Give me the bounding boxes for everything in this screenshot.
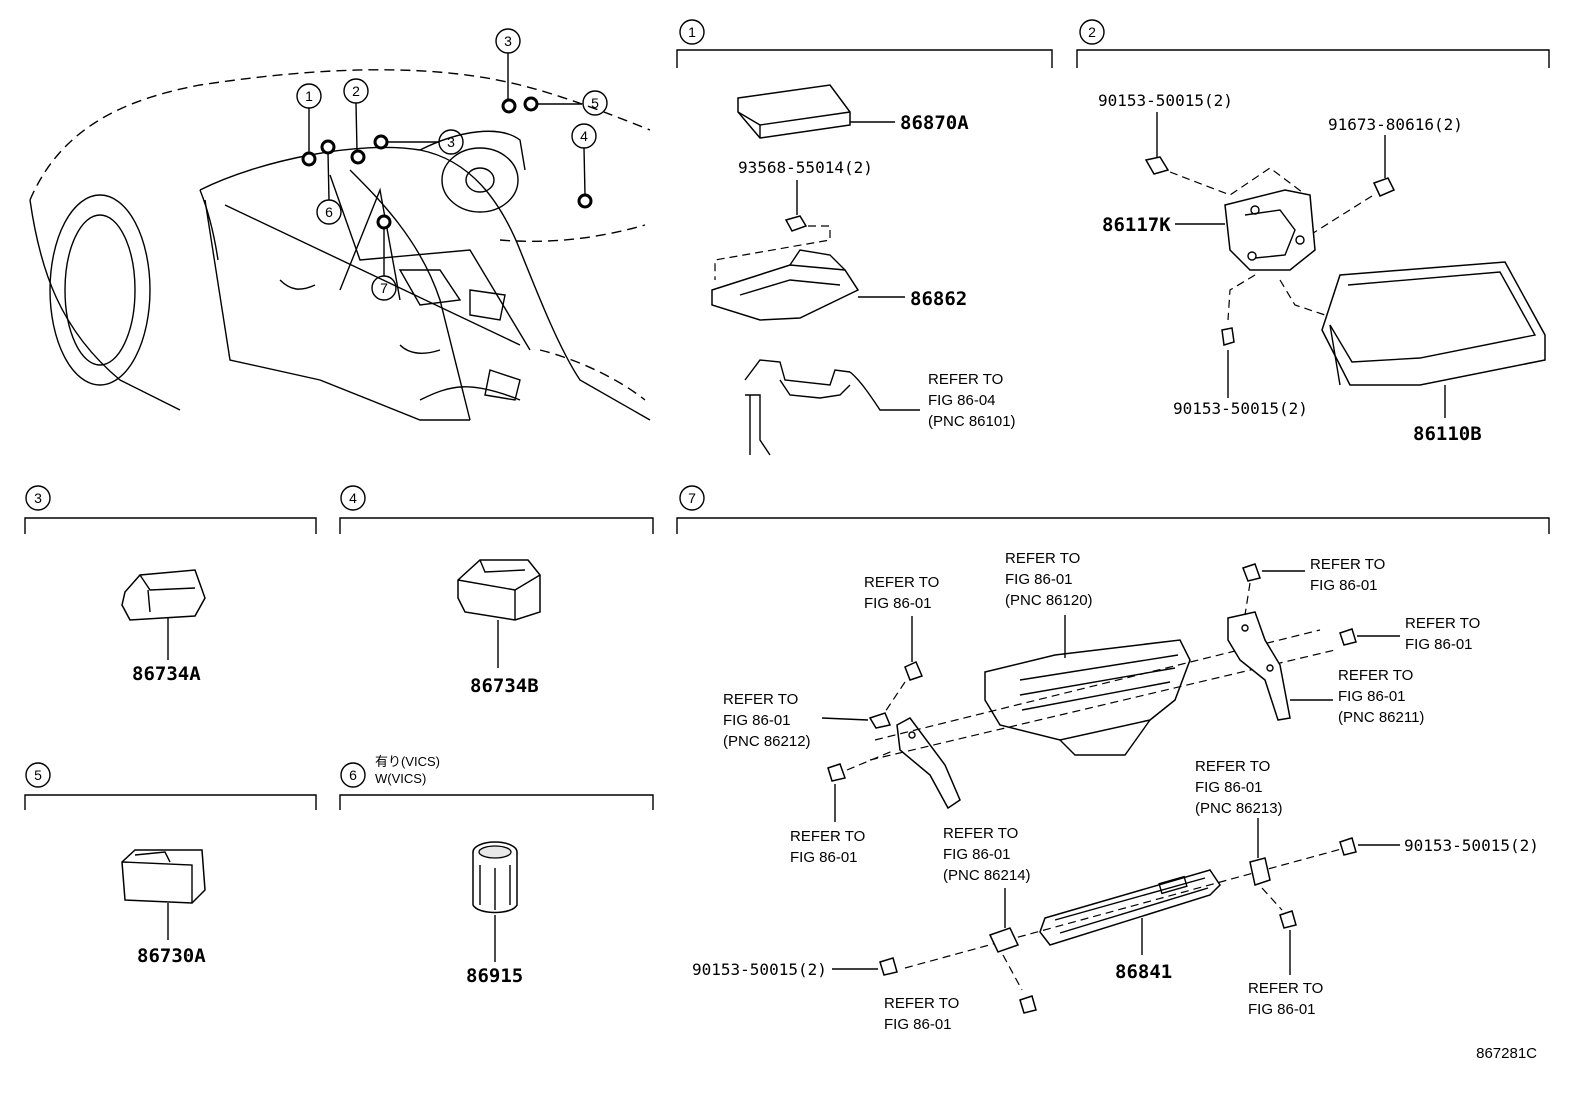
s7-ref10-line1: REFER TO <box>884 995 959 1012</box>
car-callout-4: 4 <box>580 128 588 144</box>
section-1-parts: 86870A 93568-55014(2) 86862 REFER TO FIG… <box>711 84 1016 456</box>
car-callout-6: 6 <box>325 204 333 220</box>
section-5-number: 5 <box>34 767 42 783</box>
s7-ref7-line2: FIG 86-01 <box>1338 688 1406 705</box>
section-6-number: 6 <box>349 767 357 783</box>
section-2-parts: 90153-50015(2) 91673-80616(2) 86117K 901… <box>1098 91 1546 445</box>
s7-ref1-line2: FIG 86-01 <box>864 595 932 612</box>
label-86841: 86841 <box>1115 961 1172 983</box>
section-3-parts: 86734A <box>121 569 206 685</box>
s7-ref6-line3: (PNC 86212) <box>723 733 811 750</box>
car-callout-7: 7 <box>380 280 388 296</box>
s7-ref9-line3: (PNC 86213) <box>1195 800 1283 817</box>
label-86915: 86915 <box>466 965 523 987</box>
section-5-parts: 86730A <box>121 849 206 967</box>
s7-ref2-line2: FIG 86-01 <box>1005 571 1073 588</box>
section-3-number: 3 <box>34 490 42 506</box>
label-90153-50015-b: 90153-50015(2) <box>1173 399 1308 418</box>
section-4-parts: 86734B <box>457 559 541 697</box>
label-86730A: 86730A <box>137 945 206 967</box>
s7-ref11-line2: FIG 86-01 <box>1248 1001 1316 1018</box>
label-86734B: 86734B <box>470 675 539 697</box>
section-4-number: 4 <box>349 490 357 506</box>
car-callout-2: 2 <box>352 83 360 99</box>
label-91673-80616: 91673-80616(2) <box>1328 115 1463 134</box>
car-callout-3a: 3 <box>504 33 512 49</box>
car-callout-5: 5 <box>591 95 599 111</box>
section-6-note-en: W(VICS) <box>375 771 426 786</box>
s7-ref7-line3: (PNC 86211) <box>1338 709 1424 726</box>
label-90153-50015-s7b: 90153-50015(2) <box>1404 836 1539 855</box>
label-86734A: 86734A <box>132 663 201 685</box>
section-6-parts: 86915 <box>466 841 523 987</box>
s7-ref2-line3: (PNC 86120) <box>1005 592 1093 609</box>
s7-ref4-line2: FIG 86-01 <box>1310 577 1378 594</box>
s7-ref1-line1: REFER TO <box>864 574 939 591</box>
label-90153-50015-s7a: 90153-50015(2) <box>692 960 827 979</box>
s7-ref10-line2: FIG 86-01 <box>884 1016 952 1033</box>
s7-ref3-line1: REFER TO <box>790 828 865 845</box>
s7-ref5-line2: FIG 86-01 <box>1405 636 1473 653</box>
s7-ref6-line2: FIG 86-01 <box>723 712 791 729</box>
label-86862: 86862 <box>910 288 967 310</box>
s7-ref4-line1: REFER TO <box>1310 556 1385 573</box>
section-frames: 1 2 3 4 7 5 6 有り(VICS) W(VICS) <box>24 19 1550 810</box>
car-overview-illustration <box>29 69 651 421</box>
s7-ref3-line2: FIG 86-01 <box>790 849 858 866</box>
s7-ref11-line1: REFER TO <box>1248 980 1323 997</box>
s7-ref8-line3: (PNC 86214) <box>943 867 1031 884</box>
s7-ref7-line1: REFER TO <box>1338 667 1413 684</box>
section-7-parts: REFER TO FIG 86-01 (PNC 86120) REFER TO … <box>692 550 1539 1033</box>
s7-ref9-line2: FIG 86-01 <box>1195 779 1263 796</box>
label-86117K: 86117K <box>1102 214 1171 236</box>
s7-ref8-line1: REFER TO <box>943 825 1018 842</box>
s7-ref8-line2: FIG 86-01 <box>943 846 1011 863</box>
s7-ref2-line1: REFER TO <box>1005 550 1080 567</box>
s7-ref5-line1: REFER TO <box>1405 615 1480 632</box>
s7-ref6-line1: REFER TO <box>723 691 798 708</box>
label-86110B: 86110B <box>1413 423 1482 445</box>
label-86870A: 86870A <box>900 112 969 134</box>
car-callout-1: 1 <box>305 88 313 104</box>
section-7-number: 7 <box>688 490 696 506</box>
label-93568-55014: 93568-55014(2) <box>738 158 873 177</box>
section-6-note-jp: 有り(VICS) <box>375 754 440 769</box>
figure-id: 867281C <box>1476 1045 1537 1062</box>
car-callout-3b: 3 <box>447 134 455 150</box>
s1-ref-line2: FIG 86-04 <box>928 392 996 409</box>
location-markers <box>301 53 593 276</box>
s7-ref9-line1: REFER TO <box>1195 758 1270 775</box>
section-2-number: 2 <box>1088 24 1096 40</box>
s1-ref-line1: REFER TO <box>928 371 1003 388</box>
car-callout-circles: 1 2 3 3 4 5 6 7 <box>296 28 608 301</box>
s1-ref-line3: (PNC 86101) <box>928 413 1016 430</box>
label-90153-50015-a: 90153-50015(2) <box>1098 91 1233 110</box>
section-1-number: 1 <box>688 24 696 40</box>
